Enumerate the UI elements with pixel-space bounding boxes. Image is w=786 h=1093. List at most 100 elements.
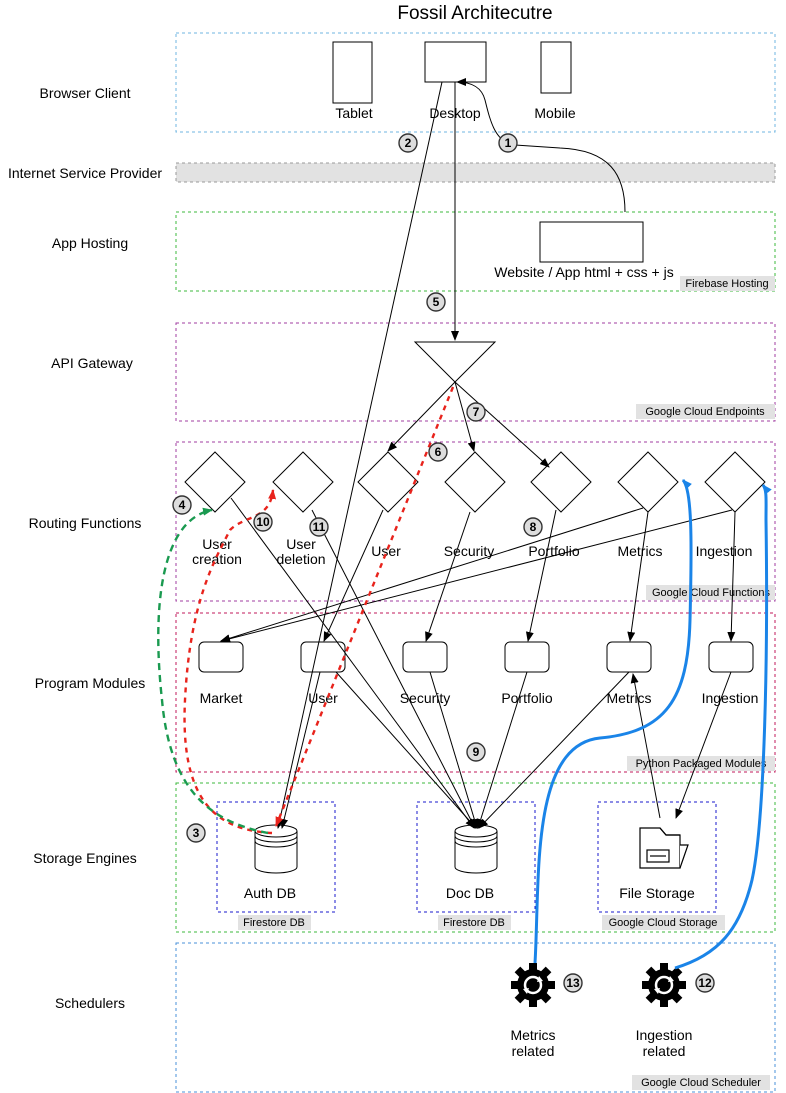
module-labels: Market User Security Portfolio Metrics I…	[200, 690, 759, 706]
connector-metrics-to-metricsmodule	[627, 511, 649, 642]
svg-text:12: 12	[698, 976, 712, 990]
storage-tag-file-storage: Google Cloud Storage	[609, 917, 718, 929]
tag-python-modules: Python Packaged Modules	[636, 758, 767, 770]
routing-diamond-user-deletion	[272, 451, 334, 513]
module-box-ingestion	[708, 641, 754, 673]
module-label-market: Market	[200, 690, 243, 706]
client-label-mobile: Mobile	[534, 105, 575, 121]
lane-label-schedulers: Schedulers	[55, 995, 125, 1011]
step-badge-2: 2	[398, 133, 418, 153]
step-badge-4: 4	[172, 495, 192, 515]
lane-schedulers	[175, 942, 776, 1093]
lane-label-api-gateway: API Gateway	[51, 355, 133, 371]
blue-connectors	[533, 478, 772, 970]
green-connector-authdb-to-usercreation	[157, 507, 269, 835]
connector-security-to-securitymodule	[425, 511, 471, 642]
step-badge-13: 13	[563, 973, 583, 993]
blue-connector-ingestion-scheduler	[674, 484, 772, 970]
red-dashed-connectors	[183, 386, 455, 835]
scheduler-gear-icon-ingestion	[642, 963, 686, 1007]
step-badge-1: 1	[498, 133, 518, 153]
tag-cloud-functions: Google Cloud Functions	[652, 587, 771, 599]
routing-label-portfolio: Portfolio	[528, 543, 580, 559]
api-gateway-triangle	[413, 341, 497, 383]
mobile-device	[540, 41, 572, 94]
svg-text:1: 1	[505, 136, 512, 150]
step-badge-11: 11	[309, 517, 329, 537]
tag-firebase-hosting: Firebase Hosting	[685, 278, 768, 290]
svg-text:4: 4	[179, 498, 186, 512]
step-badge-3: 3	[186, 823, 206, 843]
client-label-tablet: Tablet	[335, 105, 372, 121]
tag-cloud-scheduler: Google Cloud Scheduler	[641, 1077, 761, 1089]
routing-label-security: Security	[444, 543, 495, 559]
red-connector-authdb-to-userdeletion	[183, 489, 277, 835]
step-badge-7: 7	[466, 402, 486, 422]
routing-label-metrics: Metrics	[617, 543, 662, 559]
scheduler-gear-icon-metrics	[511, 963, 555, 1007]
svg-text:7: 7	[473, 405, 480, 419]
lane-isp	[175, 162, 776, 183]
step-badge-10: 10	[253, 512, 273, 532]
connector-ingestionmodule-to-filestorage	[675, 671, 732, 819]
module-box-user	[300, 641, 346, 673]
file-storage-folder-icon	[639, 827, 689, 869]
storage-labels: Auth DB Doc DB File Storage	[244, 885, 695, 901]
routing-diamond-user-creation	[184, 451, 246, 513]
connector-portfoliomodule-to-docdb	[476, 671, 528, 829]
connector-metricsmodule-to-docdb	[478, 671, 630, 829]
connector-securitymodule-to-docdb	[429, 671, 479, 829]
routing-label-ingestion: Ingestion	[696, 543, 753, 559]
connector-usermodule-to-docdb	[335, 671, 477, 829]
step-badge-12: 12	[695, 973, 715, 993]
lane-labels: Browser Client Internet Service Provider…	[8, 85, 162, 1011]
storage-label-auth-db: Auth DB	[244, 885, 296, 901]
lane-label-program-modules: Program Modules	[35, 675, 146, 691]
diagram-title: Fossil Architecutre	[397, 3, 552, 24]
website-app-label: Website / App html + css + js	[494, 264, 673, 280]
lane-routing-functions	[175, 441, 776, 602]
lanes	[175, 32, 776, 1093]
lane-program-modules	[175, 612, 776, 773]
routing-diamond-security	[444, 451, 506, 513]
svg-text:2: 2	[405, 136, 412, 150]
connector-user-to-usermodule	[323, 509, 384, 642]
storage-tag-doc-db: Firestore DB	[443, 917, 505, 929]
tag-cloud-endpoints: Google Cloud Endpoints	[645, 406, 765, 418]
routing-diamond-user	[357, 451, 419, 513]
module-label-security: Security	[400, 690, 451, 706]
connectors	[220, 78, 736, 829]
lane-label-isp: Internet Service Provider	[8, 165, 162, 181]
storage-tags: Firestore DB Firestore DB Google Cloud S…	[238, 915, 725, 930]
storage-label-file-storage: File Storage	[619, 885, 695, 901]
svg-text:5: 5	[433, 295, 440, 309]
routing-diamond-ingestion	[704, 451, 766, 513]
connector-ingestion-to-ingestionmodule	[727, 511, 736, 642]
routing-label-user: User	[371, 543, 401, 559]
connector-metrics-to-market	[220, 507, 644, 643]
connector-ingestion-to-market	[220, 509, 733, 643]
tablet-device	[332, 41, 373, 104]
storage-tag-auth-db: Firestore DB	[243, 917, 305, 929]
blue-connector-metrics-scheduler	[533, 478, 693, 964]
red-connector-gateway-to-authdb	[274, 386, 455, 827]
lane-label-browser-client: Browser Client	[39, 85, 130, 101]
module-label-metrics: Metrics	[606, 690, 651, 706]
client-devices	[332, 41, 572, 104]
connector-usercreation-to-docdb	[230, 497, 475, 829]
svg-text:8: 8	[530, 520, 537, 534]
doc-db-icon	[454, 824, 498, 874]
svg-text:11: 11	[313, 520, 326, 534]
module-label-user: User	[308, 690, 338, 706]
website-app-box	[539, 221, 644, 263]
connector-gateway-to-portfolio	[454, 381, 550, 468]
routing-diamond-portfolio	[530, 451, 592, 513]
connector-filestorage-to-metricsmodule	[630, 673, 661, 819]
step-badge-8: 8	[523, 517, 543, 537]
module-label-portfolio: Portfolio	[501, 690, 553, 706]
